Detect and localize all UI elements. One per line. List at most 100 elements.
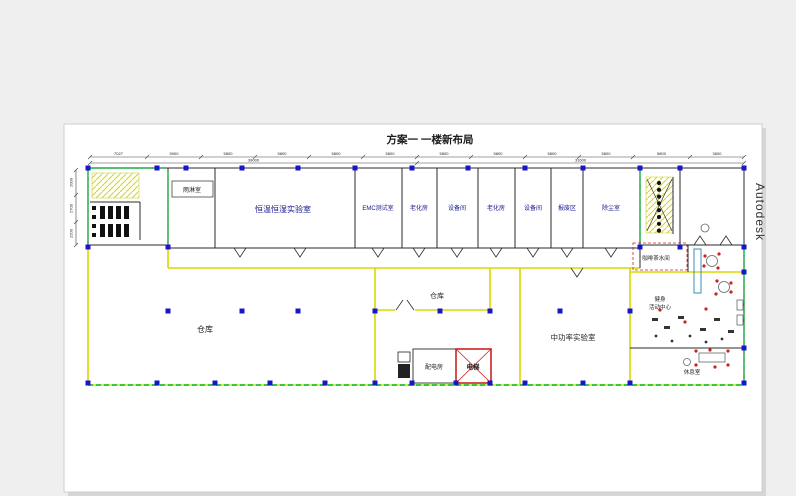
drawing-title: 方案一 一楼新布局 bbox=[387, 133, 474, 146]
transformer-symbol bbox=[397, 351, 411, 363]
dim-tick bbox=[414, 154, 420, 160]
column-marker bbox=[295, 308, 301, 314]
chair-dot bbox=[694, 349, 698, 353]
column-marker bbox=[741, 380, 747, 386]
column-marker bbox=[322, 380, 328, 386]
label-emc-room: EMC测试室 bbox=[362, 204, 393, 212]
label-lounge: 休息室 bbox=[684, 368, 701, 376]
round-table bbox=[683, 358, 691, 366]
chair-dot bbox=[704, 307, 708, 311]
sofa-seat bbox=[736, 299, 744, 311]
dimension-value: 5800 bbox=[332, 151, 342, 156]
dim-tick bbox=[144, 154, 150, 160]
label-dust-room: 除尘室 bbox=[602, 204, 620, 212]
column-marker bbox=[85, 380, 91, 386]
column-marker bbox=[580, 165, 586, 171]
column-marker bbox=[437, 308, 443, 314]
dimension-value-left: 2700 bbox=[69, 203, 74, 213]
dimension-value: 5800 bbox=[386, 151, 396, 156]
coffee-area-outline bbox=[632, 242, 688, 271]
column-marker bbox=[352, 165, 358, 171]
dim-tick bbox=[576, 154, 582, 160]
column-marker bbox=[465, 165, 471, 171]
door-swing bbox=[570, 267, 584, 278]
chair-dot bbox=[726, 349, 730, 353]
dimension-value: 5800 bbox=[657, 151, 667, 156]
column-marker bbox=[637, 244, 643, 250]
dim-tick bbox=[198, 154, 204, 160]
column-marker bbox=[85, 244, 91, 250]
stair-baluster bbox=[656, 221, 662, 226]
label-power-room: 配电房 bbox=[425, 363, 443, 371]
stair-baluster bbox=[656, 214, 662, 220]
dim-tick bbox=[687, 154, 693, 160]
door-swing bbox=[526, 247, 540, 258]
label-fitness-line1: 健身 bbox=[654, 295, 666, 303]
equipment-symbols bbox=[92, 206, 744, 378]
dimension-value: 5800 bbox=[602, 151, 612, 156]
dimension-value: 5800 bbox=[494, 151, 504, 156]
label-warehouse-small: 仓库 bbox=[430, 291, 444, 300]
dimension-value: 5800 bbox=[548, 151, 558, 156]
chair-dot bbox=[714, 292, 718, 296]
column-marker bbox=[580, 380, 586, 386]
door-swing bbox=[412, 247, 426, 258]
dim-tick bbox=[468, 154, 474, 160]
dim-tick bbox=[73, 192, 79, 198]
chair-dot bbox=[729, 281, 733, 285]
column-marker bbox=[677, 244, 683, 250]
column-marker bbox=[637, 165, 643, 171]
door-swing bbox=[604, 247, 618, 258]
elevator-cross bbox=[455, 348, 492, 384]
transformer-symbol bbox=[398, 364, 410, 378]
door-swing bbox=[719, 235, 733, 246]
chair-dot bbox=[726, 363, 730, 367]
column-marker bbox=[85, 165, 91, 171]
dimension-value: 7027 bbox=[114, 151, 124, 156]
label-fitness-line2: 活动中心 bbox=[649, 303, 672, 311]
sofa-seat bbox=[736, 314, 744, 326]
dim-tick bbox=[741, 154, 747, 160]
chair-dot bbox=[713, 365, 717, 369]
dimension-total: 39000 bbox=[248, 158, 260, 163]
label-coffee-room: 咖啡茶水间 bbox=[642, 254, 670, 262]
chair-dot bbox=[708, 348, 712, 352]
dim-tick bbox=[87, 160, 93, 166]
column-marker bbox=[522, 165, 528, 171]
door-swing bbox=[560, 247, 574, 258]
dim-tick bbox=[87, 154, 93, 160]
label-warehouse-large: 仓库 bbox=[197, 324, 213, 334]
column-marker bbox=[741, 244, 747, 250]
round-table bbox=[706, 255, 718, 267]
column-marker bbox=[372, 380, 378, 386]
door-swing bbox=[233, 247, 247, 258]
label-scrap-area: 报废区 bbox=[558, 204, 576, 212]
column-marker bbox=[741, 269, 747, 275]
chair-dot bbox=[715, 279, 719, 283]
column-marker bbox=[557, 308, 563, 314]
elevator-box bbox=[455, 348, 492, 384]
label-const-temp-lab: 恒温恒湿实验室 bbox=[255, 204, 311, 214]
label-aging-room-2: 老化房 bbox=[487, 204, 505, 212]
dim-tick bbox=[306, 154, 312, 160]
chair-dot bbox=[729, 290, 733, 294]
autodesk-watermark: Autodesk bbox=[753, 183, 767, 241]
column-marker bbox=[239, 308, 245, 314]
column-marker bbox=[677, 165, 683, 171]
label-elevator: 电梯 bbox=[467, 362, 481, 371]
round-table bbox=[718, 281, 730, 293]
column-marker bbox=[372, 308, 378, 314]
stair-baluster bbox=[656, 208, 662, 213]
door-swing bbox=[489, 247, 503, 258]
machine-bars bbox=[92, 206, 129, 237]
room-labels: 雨淋室 恒温恒湿实验室 EMC测试室 老化房 设备间 老化房 设备间 报废区 除… bbox=[183, 186, 701, 376]
column-marker bbox=[627, 380, 633, 386]
label-equipment-room-1: 设备间 bbox=[448, 204, 466, 212]
column-marker bbox=[487, 308, 493, 314]
round-table bbox=[700, 223, 710, 233]
column-marker bbox=[165, 308, 171, 314]
counter-symbol bbox=[693, 248, 702, 294]
